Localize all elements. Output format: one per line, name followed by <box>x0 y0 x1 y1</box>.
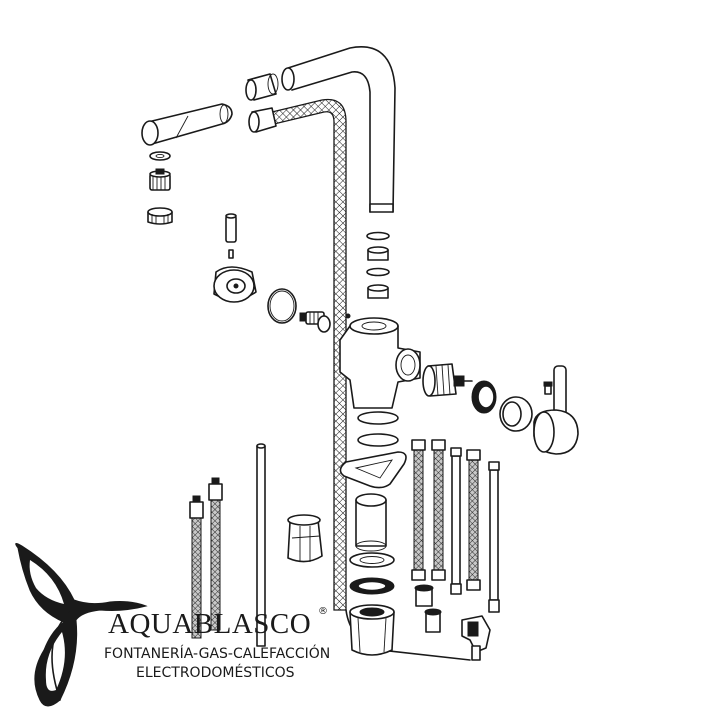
mounting-nut-icon <box>349 604 395 656</box>
hose-weight-icon <box>287 514 323 563</box>
threaded-shank-icon <box>355 493 387 552</box>
cartridge-nut-icon <box>471 380 497 414</box>
butterfly-logo-icon <box>15 542 148 707</box>
diverter-valve-icon <box>299 311 331 333</box>
o-ring-icon <box>267 288 297 324</box>
faucet-body-icon <box>339 313 421 409</box>
spout-sleeve-icon <box>245 73 279 101</box>
lever-handle-icon <box>533 365 579 455</box>
cover-ring-icon <box>499 396 533 432</box>
base-gasket-icon <box>349 552 395 595</box>
spout-tube-icon <box>281 46 396 213</box>
brand-tagline-line1: FONTANERÍA-GAS-CALEFACCIÓN <box>104 646 331 662</box>
aerator-washer-icon <box>149 151 171 161</box>
mounting-rod-icon <box>256 443 266 647</box>
hose-connector-icon <box>414 584 491 661</box>
brand-name: AQUABLASCO <box>108 608 312 640</box>
cartridge-icon <box>422 363 473 397</box>
horseshoe-washer-icon <box>339 451 407 489</box>
brand-tagline-line2: ELECTRODOMÉSTICOS <box>136 665 295 681</box>
handle-pin-icon <box>225 213 237 259</box>
o-ring-icon <box>357 231 399 447</box>
registered-mark: ® <box>318 606 328 617</box>
set-screw-icon <box>543 381 553 395</box>
aerator-housing-icon <box>147 207 173 225</box>
pull-out-spray-head-icon <box>141 103 233 146</box>
flexible-supply-hose-icon <box>189 477 223 639</box>
aerator-insert-icon <box>149 168 171 191</box>
flexible-supply-hose-icon <box>411 439 500 613</box>
spout-sleeve-icon <box>367 246 389 299</box>
diverter-knob-icon <box>213 266 257 303</box>
